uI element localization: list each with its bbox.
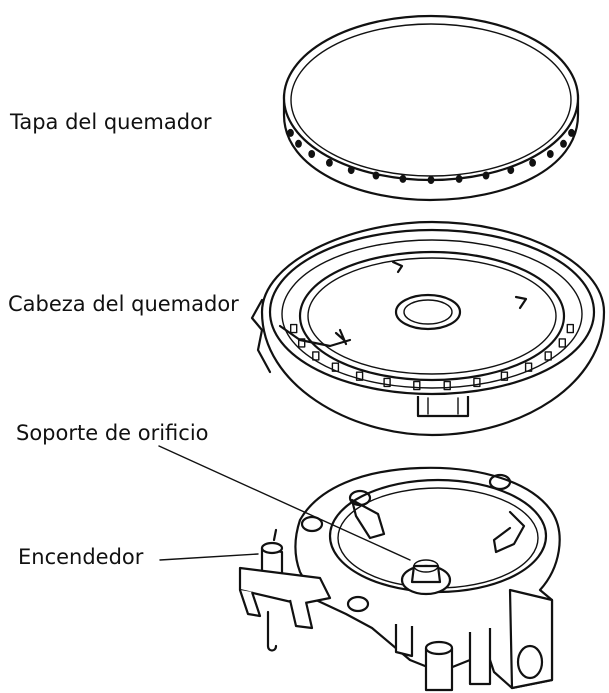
cap-vent-hole <box>507 166 515 175</box>
cap-vent-hole <box>455 174 463 183</box>
leader-line-soporte <box>158 445 411 561</box>
igniter <box>238 528 332 652</box>
head-port-bump <box>355 371 364 381</box>
head-port-bump <box>524 362 533 372</box>
cap-vent-hole <box>427 176 435 184</box>
orifice-holder <box>294 466 561 692</box>
head-port-bump <box>413 380 421 391</box>
label-orifice-holder: Soporte de orificio <box>16 421 209 445</box>
head-port-bump <box>312 351 320 361</box>
head-port-bump <box>383 377 391 388</box>
head-port-bump <box>566 323 574 334</box>
cap-vent-hole <box>560 139 567 148</box>
label-igniter: Encendedor <box>18 545 144 569</box>
leader-line-encendedor <box>159 553 259 561</box>
head-port-bump <box>331 362 340 372</box>
burner-head <box>250 220 606 437</box>
cap-vent-hole <box>372 171 380 180</box>
head-port-bump <box>298 338 306 348</box>
cap-vent-hole <box>529 158 536 167</box>
cap-vent-hole <box>287 128 294 137</box>
cap-vent-hole <box>326 158 333 167</box>
label-burner-head: Cabeza del quemador <box>8 292 241 316</box>
head-port-bump <box>443 380 451 391</box>
cap-vent-hole <box>546 150 554 158</box>
cap-vent-hole <box>482 171 490 180</box>
cap-vent-hole <box>308 150 316 158</box>
head-port-bump <box>544 351 552 361</box>
cap-vent-hole <box>399 174 407 183</box>
burner-cap <box>282 14 580 202</box>
cap-vent-hole <box>568 128 575 137</box>
head-port-bump <box>500 371 509 381</box>
label-burner-cap: Tapa del quemador <box>10 110 212 134</box>
cap-vent-hole <box>347 166 355 175</box>
cap-vent-hole <box>295 139 302 148</box>
head-port-bump <box>290 323 298 334</box>
head-port-bump <box>473 377 481 388</box>
head-port-bump <box>558 338 566 348</box>
